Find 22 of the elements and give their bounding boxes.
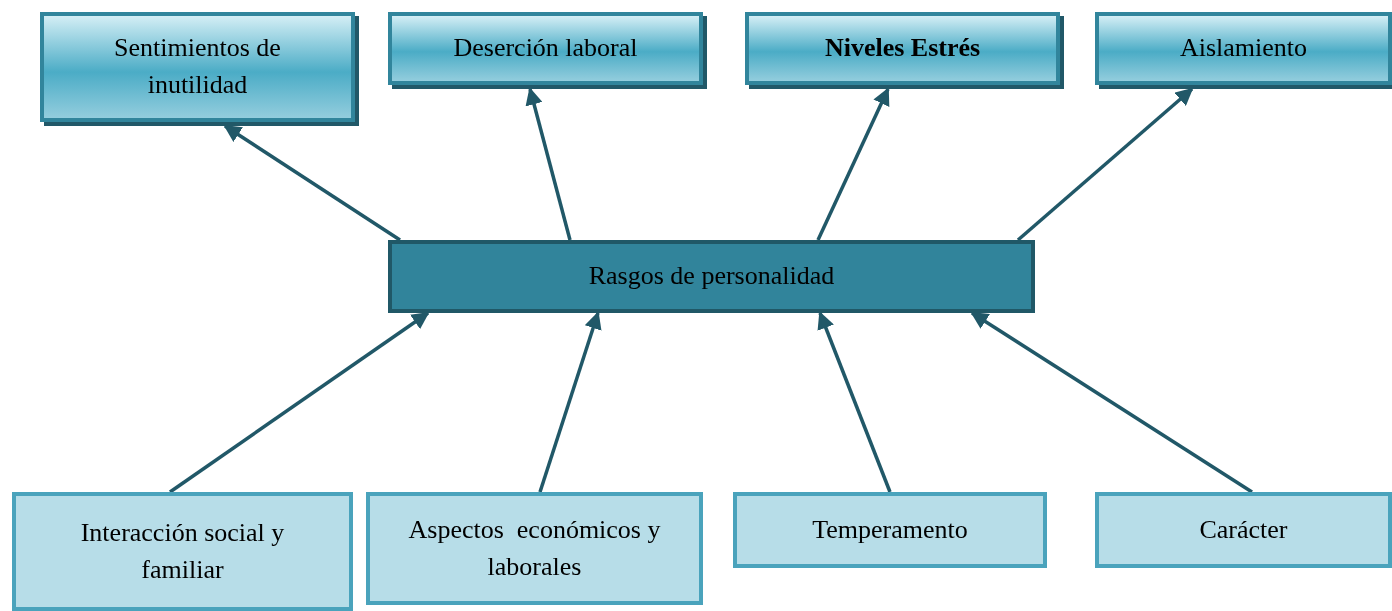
box-label: Niveles Estrés (823, 32, 982, 65)
concept-box (12, 492, 353, 611)
box-label: Aislamiento (1178, 32, 1309, 65)
box-label: Sentimientos de inutilidad (113, 32, 282, 101)
central-box (388, 240, 1035, 313)
concept-box (1095, 492, 1392, 568)
arrow (1016, 87, 1194, 242)
concept-box (733, 492, 1047, 568)
arrow (223, 124, 401, 242)
arrow (817, 311, 892, 493)
box-label: Rasgos de personalidad (587, 260, 836, 293)
arrow (970, 311, 1253, 494)
box-label: Aspectos económicos y laborales (407, 513, 662, 583)
arrow (169, 311, 430, 494)
box-label: Deserción laboral (452, 32, 639, 65)
box-label: Temperamento (811, 513, 969, 546)
arrow (525, 87, 572, 241)
concept-box (366, 492, 703, 605)
box-label: Interacción social y familiar (79, 516, 286, 586)
arrow (538, 311, 602, 493)
arrow (816, 87, 890, 241)
box-label: Carácter (1198, 513, 1289, 546)
